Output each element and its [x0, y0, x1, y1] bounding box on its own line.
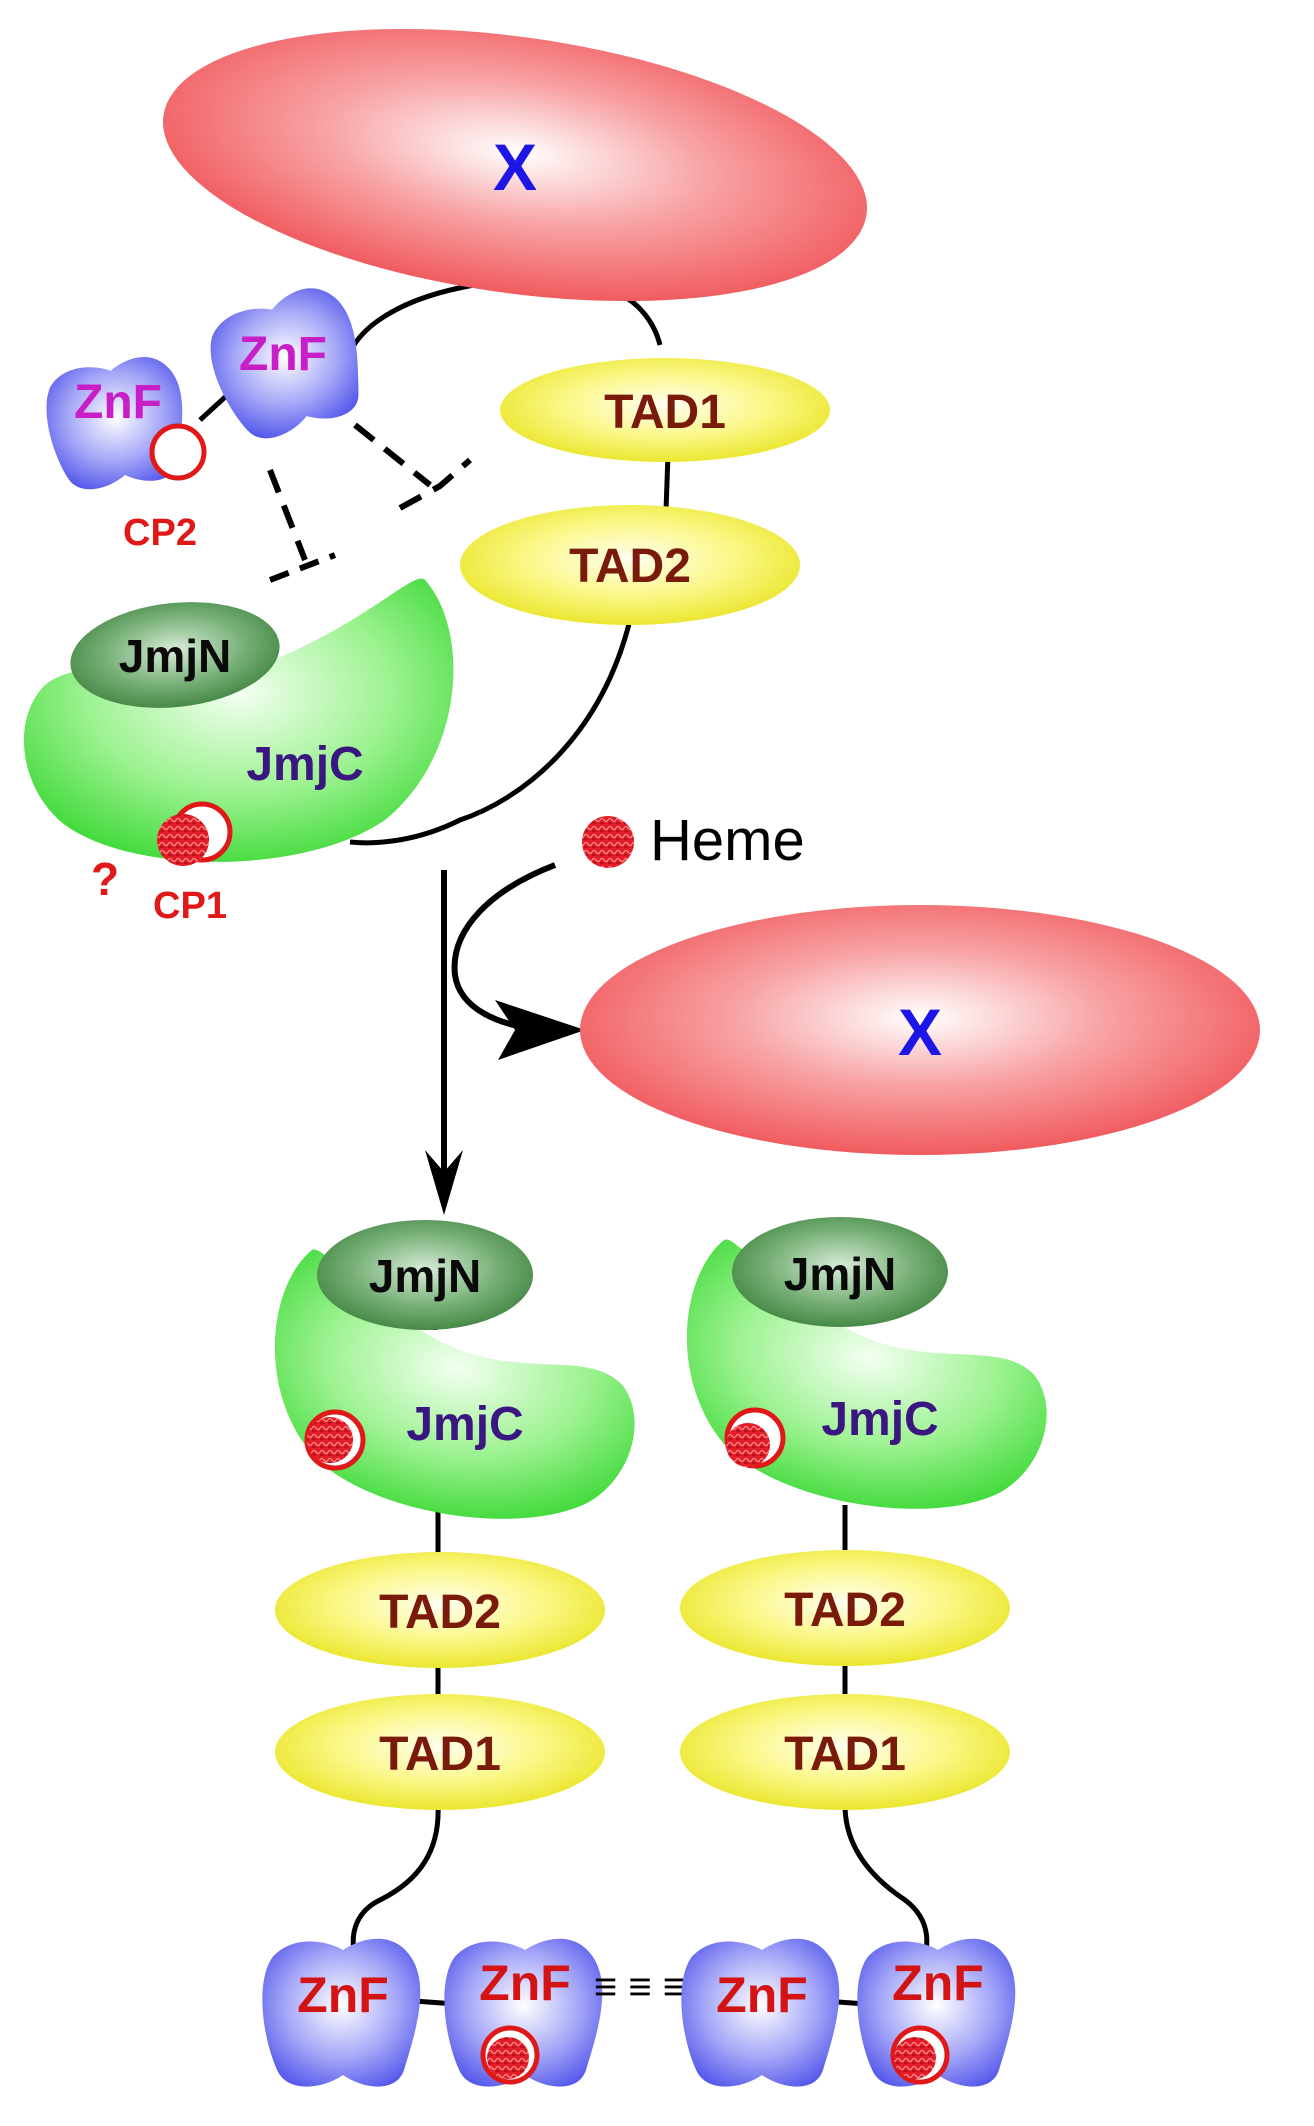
tad1-label-right: TAD1 — [784, 1728, 906, 1781]
tad1-domain-left — [275, 1694, 605, 1810]
x-label-top: X — [493, 130, 537, 204]
znf-label-bottom-3: ZnF — [716, 1967, 808, 2023]
curved-arrow-icon — [495, 1000, 585, 1060]
heme-label: Heme — [650, 808, 805, 873]
cp2-site-icon — [149, 423, 207, 481]
interaction-dashes — [267, 422, 472, 583]
question-mark: ? — [91, 853, 119, 905]
heme-icon — [726, 1423, 770, 1467]
curved-arrow-icon — [451, 862, 557, 1033]
protomer-right: JmjN JmjC TAD2 TAD1 ZnF ZnF — [665, 1217, 1066, 2087]
tad2-domain-right — [680, 1550, 1010, 1666]
tad1-domain-top — [500, 358, 830, 462]
znf-label-bottom-1: ZnF — [297, 1967, 389, 2023]
jmjn-label-left: JmjN — [369, 1250, 481, 1302]
heme-icon — [307, 1417, 353, 1463]
jmjn-label-top: JmjN — [119, 630, 231, 682]
heme-icon — [582, 816, 634, 868]
jmjn-domain-right — [732, 1217, 948, 1327]
znf-label-top-left: ZnF — [74, 376, 162, 429]
dimer-contact-marks: ≡ ≡ ≡ — [594, 1965, 686, 2009]
jmjc-label-top: JmjC — [246, 738, 363, 791]
znf-label-bottom-4: ZnF — [892, 1955, 984, 2011]
x-protein-released — [580, 905, 1260, 1155]
znf-label-bottom-2: ZnF — [479, 1955, 571, 2011]
protomer-left: JmjN JmjC TAD2 TAD1 ZnF ZnF — [253, 1220, 654, 2087]
cp1-label: CP1 — [153, 885, 227, 927]
heme-icon — [894, 2037, 936, 2079]
znf-label-top-right: ZnF — [239, 328, 327, 381]
jmjn-label-right: JmjN — [784, 1248, 896, 1300]
tad1-label-left: TAD1 — [379, 1728, 501, 1781]
tad1-label-top: TAD1 — [604, 386, 726, 439]
jmjn-domain-left — [317, 1220, 533, 1330]
arrow-down-icon — [425, 1150, 463, 1215]
jmjc-label-left: JmjC — [406, 1398, 523, 1451]
tad2-label-left: TAD2 — [379, 1586, 501, 1639]
tad1-domain-right — [680, 1694, 1010, 1810]
tad2-label-top: TAD2 — [569, 540, 691, 593]
jmjn-domain-top — [70, 602, 280, 708]
heme-icon — [157, 814, 209, 866]
x-protein-top — [163, 28, 867, 302]
cp2-label: CP2 — [123, 512, 197, 554]
jmjc-label-right: JmjC — [821, 1393, 938, 1446]
linker-tad2-jmjc — [349, 619, 633, 846]
x-label-released: X — [898, 995, 942, 1069]
heme-icon — [487, 2037, 529, 2079]
tad2-domain-top — [460, 505, 800, 625]
linker-tad1-tad2 — [663, 454, 671, 511]
tad2-domain-left — [275, 1552, 605, 1668]
tad2-label-right: TAD2 — [784, 1584, 906, 1637]
